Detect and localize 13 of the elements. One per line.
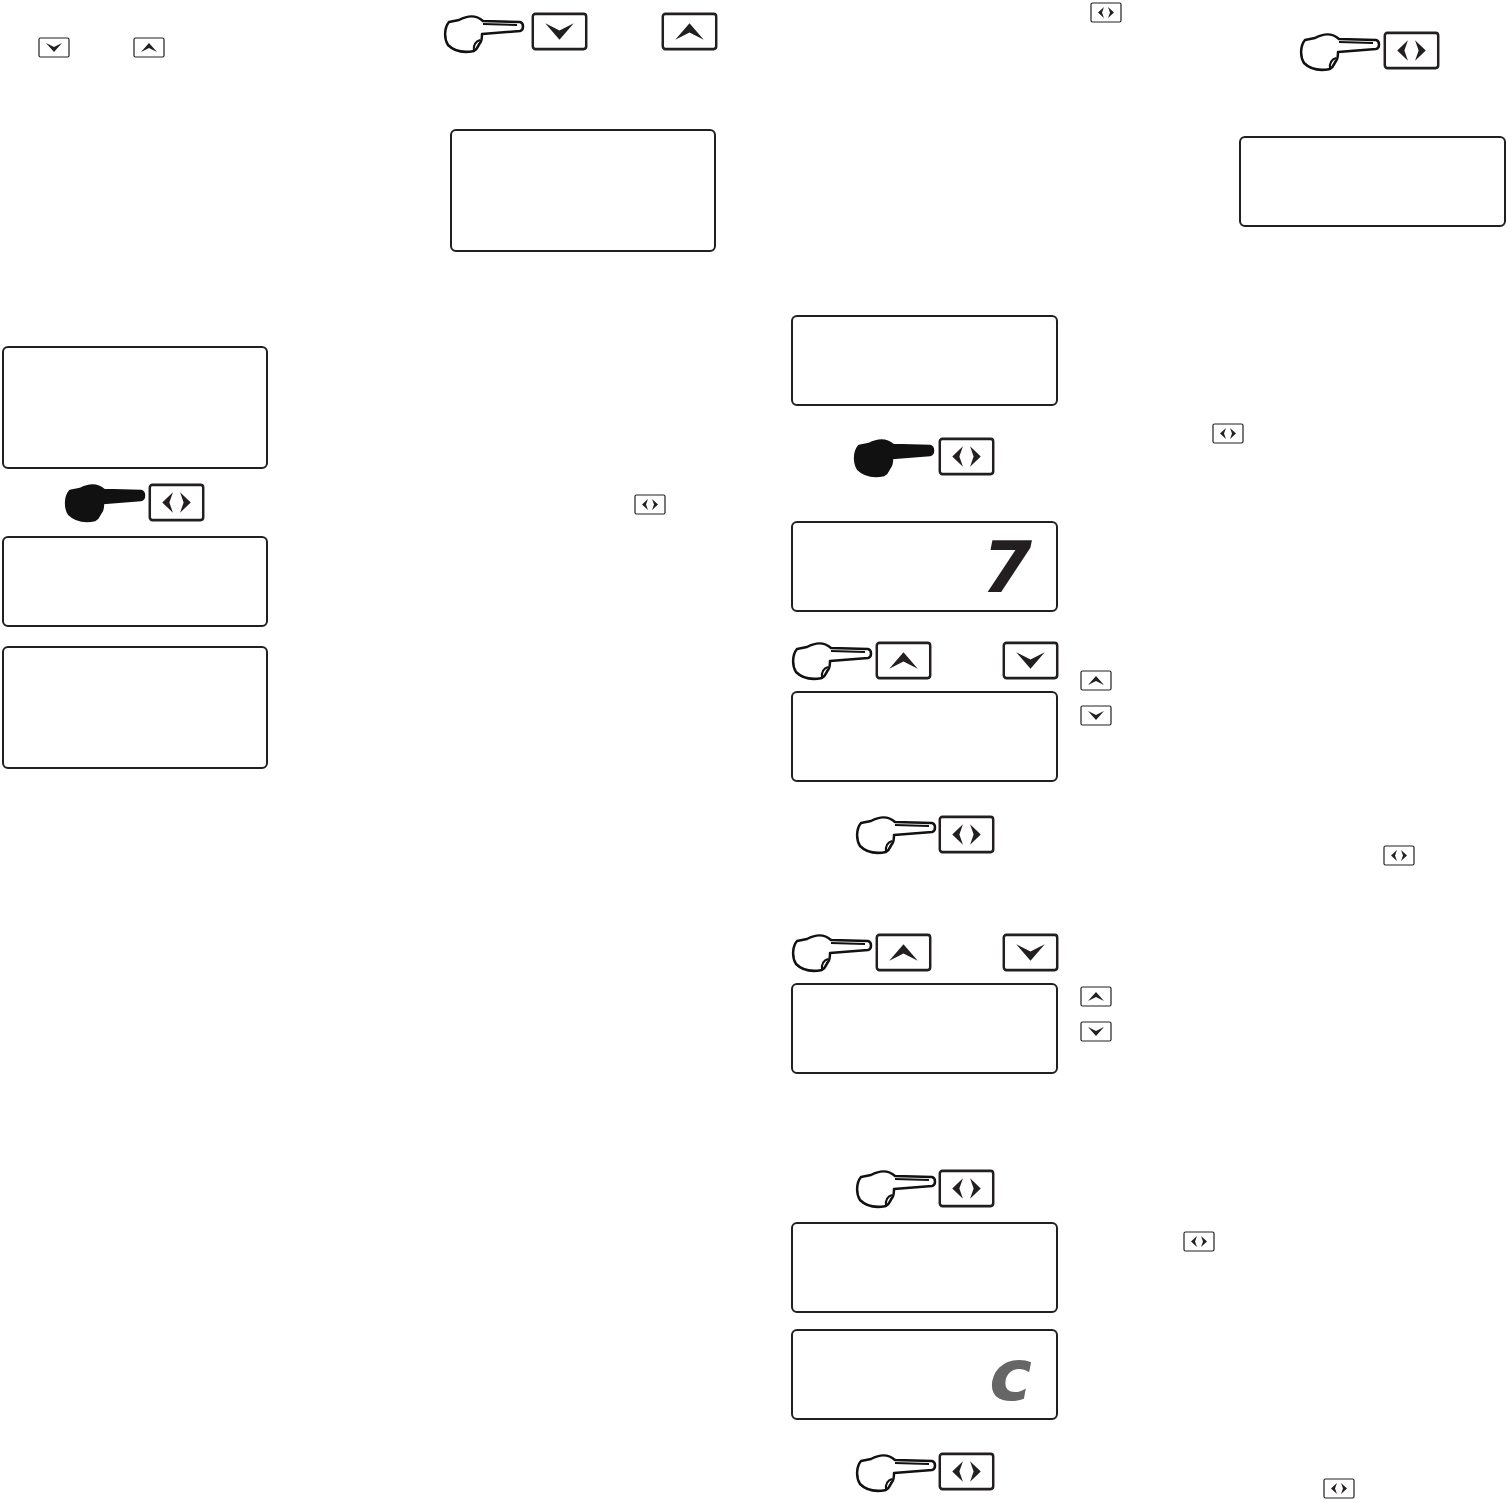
- display-screen: [791, 1222, 1058, 1313]
- display-screen: [791, 983, 1058, 1074]
- display-screen: [791, 521, 1058, 612]
- display-screen: [450, 129, 716, 252]
- display-screen: [791, 1329, 1058, 1420]
- display-screen: [791, 691, 1058, 782]
- display-digit: 7: [981, 530, 1032, 603]
- display-screen: [1239, 136, 1506, 227]
- display-screen: [2, 536, 268, 627]
- display-screen: [791, 315, 1058, 406]
- display-screen: [2, 346, 268, 469]
- display-screen: [2, 646, 268, 769]
- display-digit: c: [989, 1338, 1032, 1411]
